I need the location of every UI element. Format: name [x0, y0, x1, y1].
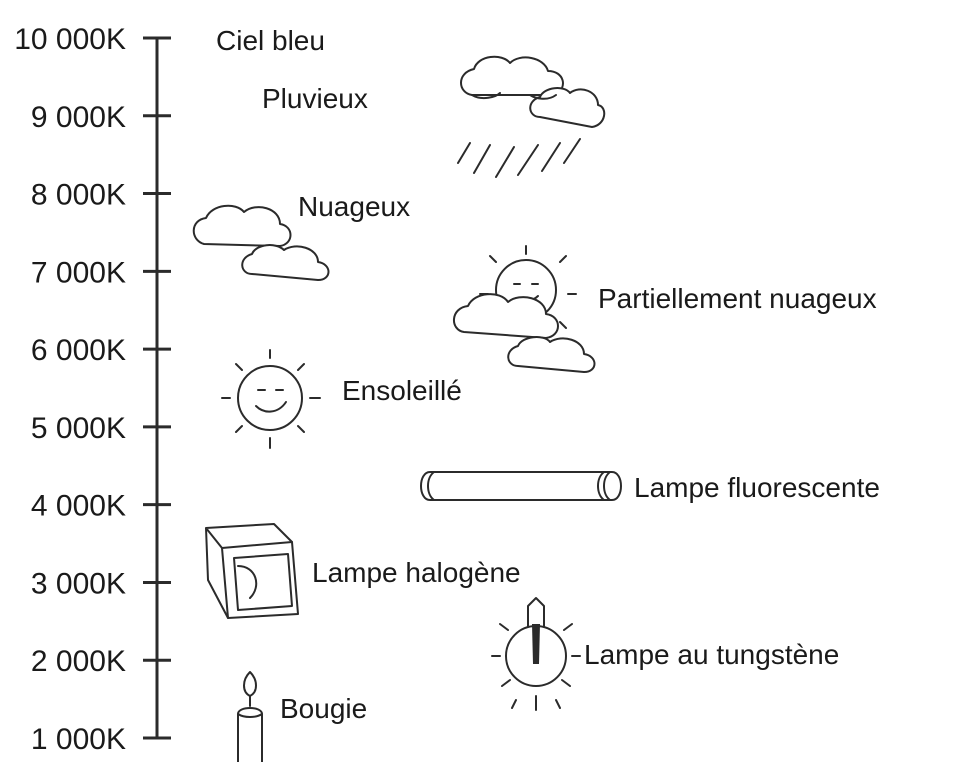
label-ensoleille: Ensoleillé — [342, 375, 462, 406]
sun-icon — [221, 349, 321, 449]
rain-cloud-icon — [457, 55, 606, 178]
label-pluvieux: Pluvieux — [262, 83, 368, 114]
axis-tick-label: 2 000K — [31, 645, 126, 678]
axis-tick-label: 5 000K — [31, 412, 126, 445]
axis-ticks: 1 000K 2 000K 3 000K 4 000K 5 000K 6 000K 7 00… — [14, 23, 171, 756]
cloud-icon — [192, 204, 330, 281]
fluorescent-tube-icon — [420, 471, 622, 501]
label-ciel-bleu: Ciel bleu — [216, 25, 325, 56]
axis-tick-label: 8 000K — [31, 179, 126, 212]
source-labels: Ciel bleu Pluvieux Nuageux Partiellement… — [216, 25, 880, 724]
label-lampe-fluorescente: Lampe fluorescente — [634, 472, 880, 503]
label-lampe-halogene: Lampe halogène — [312, 557, 521, 588]
label-lampe-tungstene: Lampe au tungstène — [584, 639, 839, 670]
halogen-lamp-icon — [205, 523, 299, 619]
label-nuageux: Nuageux — [298, 191, 410, 222]
axis-tick-label: 10 000K — [14, 23, 126, 56]
candle-icon — [237, 671, 263, 762]
axis-tick-label: 9 000K — [31, 101, 126, 134]
label-bougie: Bougie — [280, 693, 367, 724]
axis-tick-label: 3 000K — [31, 567, 126, 600]
axis-tick-label: 7 000K — [31, 256, 126, 289]
label-partiellement-nuageux: Partiellement nuageux — [598, 283, 877, 314]
axis-tick-label: 1 000K — [31, 723, 126, 756]
axis-tick-label: 6 000K — [31, 334, 126, 367]
sun-behind-cloud-icon — [453, 245, 596, 373]
axis-tick-label: 4 000K — [31, 490, 126, 523]
light-bulb-icon — [491, 597, 581, 711]
